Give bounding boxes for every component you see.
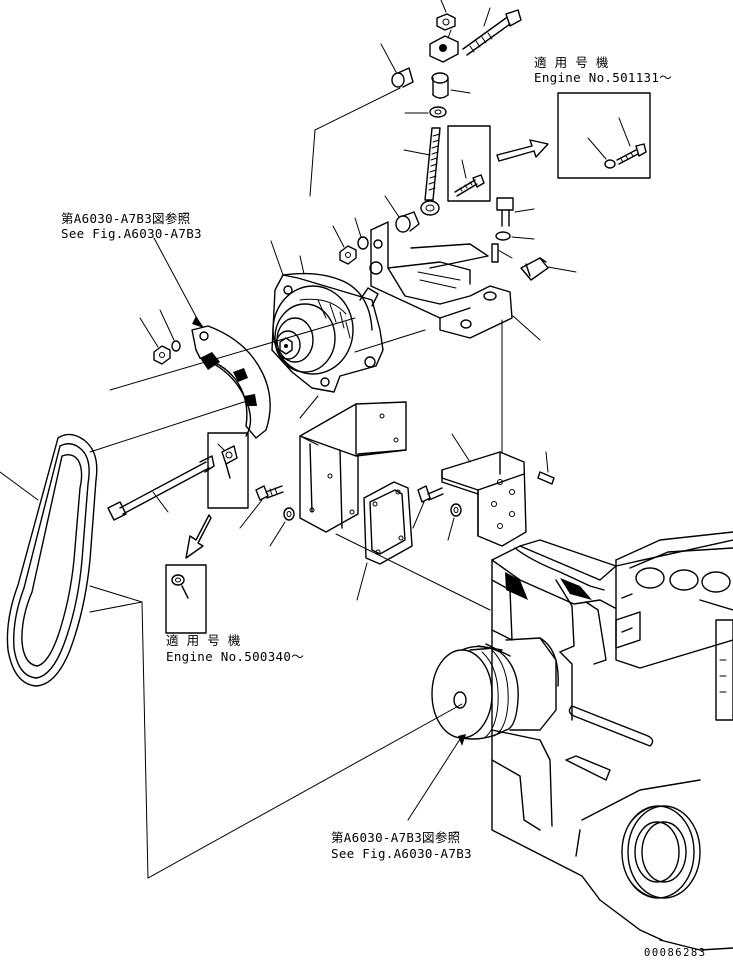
adjust-bolt-long xyxy=(462,7,522,56)
adjust-nut-top xyxy=(436,0,456,31)
spacer-bracket xyxy=(384,195,420,233)
spacer-collar-right xyxy=(431,72,471,99)
pin-small xyxy=(537,451,555,485)
reference-note-upper-jp: 第A6030-A7B3図参照 xyxy=(61,211,191,226)
bolt-plate-left xyxy=(239,485,284,529)
bolt-plate-right xyxy=(412,485,444,529)
arrow-to-inset xyxy=(496,139,549,162)
adjust-block xyxy=(429,29,459,63)
applicable-note-lower-en: Engine No.500340～ xyxy=(166,649,305,664)
v-belt xyxy=(0,433,98,687)
inset-box-lower-left xyxy=(165,564,207,634)
reference-note-lower-jp: 第A6030-A7B3図参照 xyxy=(331,830,461,845)
crank-pulley xyxy=(431,637,559,740)
dowel-pin xyxy=(491,243,513,263)
washer-plate-left xyxy=(269,507,295,547)
support-bracket xyxy=(441,433,527,547)
applicable-note-lower-jp: 適 用 号 機 xyxy=(166,633,241,648)
gasket xyxy=(356,481,413,601)
leader-lines-lower xyxy=(89,533,491,879)
clip-part xyxy=(520,257,577,281)
engine-block-top xyxy=(615,531,733,721)
bolt-inset-box xyxy=(447,125,491,202)
cover-center-line xyxy=(89,317,426,453)
inset-box-upper-left xyxy=(207,432,249,509)
washer-small-top xyxy=(404,106,447,118)
drawing-number: 00086283 xyxy=(644,947,707,959)
adjusting-rod xyxy=(403,127,441,216)
vertical-center-lines xyxy=(299,87,503,453)
applicable-note-upper-jp: 適 用 号 機 xyxy=(534,55,609,70)
through-bolt xyxy=(107,455,215,521)
spacer-collar-left xyxy=(380,43,414,88)
nut-bracket-left xyxy=(332,225,357,265)
washer-bracket-top xyxy=(495,231,535,241)
washer-plate-right xyxy=(447,503,462,541)
arrow-down-left xyxy=(185,514,212,559)
alternator xyxy=(270,240,384,393)
belt-cover xyxy=(153,237,271,439)
washer-bracket-left xyxy=(354,217,369,250)
reference-note-upper-en: See Fig.A6030-A7B3 xyxy=(61,226,202,241)
washer-cover xyxy=(159,309,181,352)
nut-cover xyxy=(139,317,171,365)
inset-upper-box xyxy=(557,92,651,179)
alternator-mount-bracket xyxy=(369,221,541,341)
reference-note-lower-en: See Fig.A6030-A7B3 xyxy=(331,846,472,861)
oil-seal xyxy=(621,805,701,899)
applicable-note-upper-en: Engine No.501131～ xyxy=(534,70,673,85)
engine-front-cover xyxy=(491,539,733,951)
mount-plate xyxy=(299,395,407,533)
bolt-bracket-top xyxy=(496,197,535,227)
